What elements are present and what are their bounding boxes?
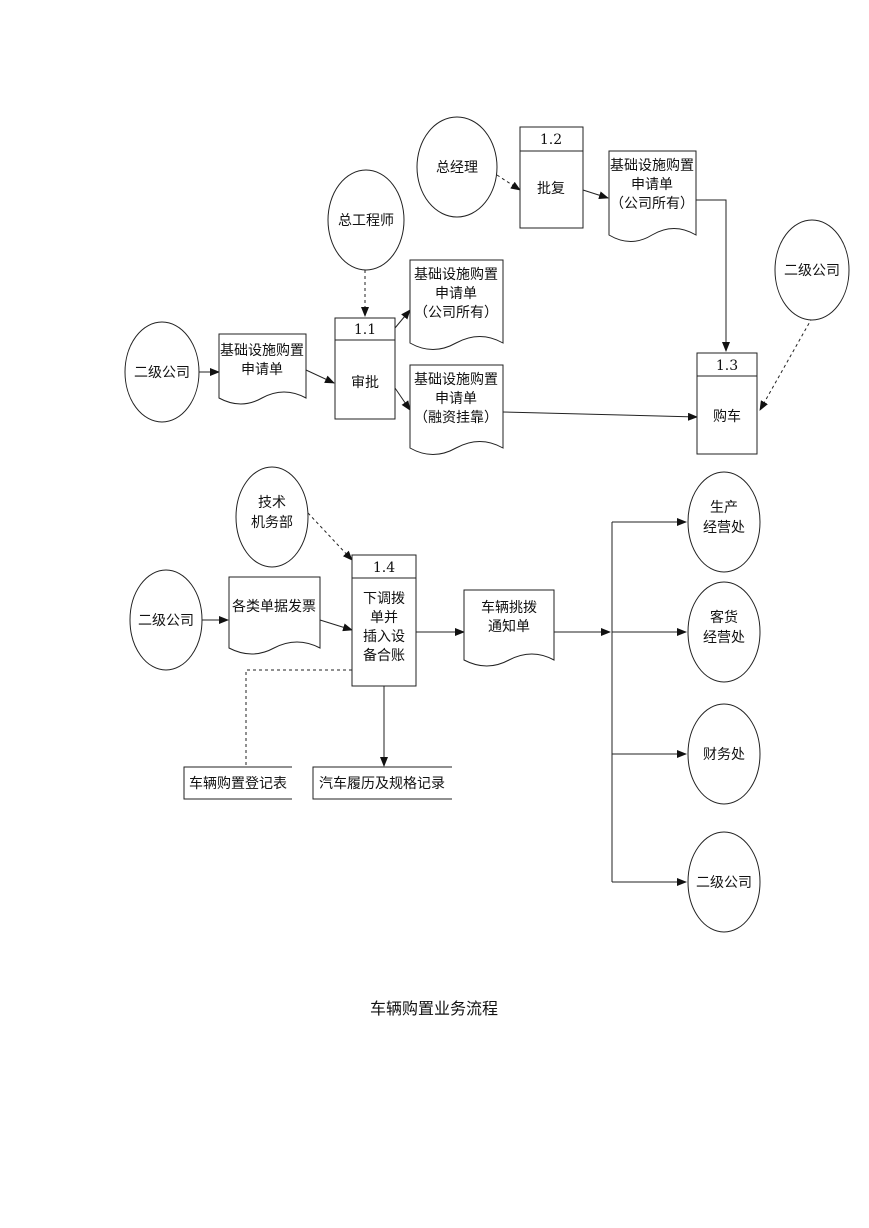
entity-subsidiary-1-label: 二级公司 <box>134 365 190 381</box>
doc-company-mid-line2: 申请单 <box>435 286 477 302</box>
entity-subsidiary-1: 二级公司 <box>124 321 200 423</box>
doc-company-mid-line1: 基础设施购置 <box>414 266 498 283</box>
process-1-4-line4: 备合账 <box>363 647 405 664</box>
store-registration-label: 车辆购置登记表 <box>189 775 287 792</box>
entity-finance: 财务处 <box>687 703 761 805</box>
doc-company-top-line1: 基础设施购置 <box>610 157 694 174</box>
entity-chief-engineer-label: 总工程师 <box>338 213 394 229</box>
entity-subsidiary-2-label: 二级公司 <box>784 263 840 279</box>
process-1-4-line1: 下调拨 <box>363 591 405 607</box>
entity-chief-engineer: 总工程师 <box>327 169 405 271</box>
process-1-4-line2: 单并 <box>370 610 398 626</box>
entity-gm: 总经理 <box>416 116 498 218</box>
process-1-3: 1.3 购车 <box>696 352 758 455</box>
process-1-2-label: 批复 <box>537 180 565 197</box>
doc-invoices: 各类单据发票 <box>228 576 321 655</box>
invoice-to-transfer-arrow <box>319 619 353 632</box>
review-to-company-arrow <box>394 309 411 329</box>
process-1-3-id: 1.3 <box>716 358 738 374</box>
doc-financing-line1: 基础设施购置 <box>414 371 498 388</box>
doc-transfer-notice: 车辆挑拨 通知单 <box>463 589 555 667</box>
doc-company-top: 基础设施购置 申请单 （公司所有） <box>608 150 697 242</box>
process-1-2-id: 1.2 <box>540 132 562 148</box>
doc-company-mid-line3: （公司所有） <box>414 305 498 321</box>
sub2-to-purchase-arrow <box>759 317 813 411</box>
entity-tech-dept: 技术 机务部 <box>235 466 309 568</box>
doc-application: 基础设施购置 申请单 <box>218 333 307 405</box>
entity-tech-dept-line1: 技术 <box>258 495 286 511</box>
gm-to-approve-arrow <box>496 174 521 191</box>
doc-invoices-label: 各类单据发票 <box>232 599 316 615</box>
store-history: 汽车履历及规格记录 <box>312 766 452 800</box>
transfer-to-registration-line <box>245 669 352 766</box>
process-1-2: 1.2 批复 <box>519 126 584 229</box>
doc-financing: 基础设施购置 申请单 （融资挂靠） <box>409 364 504 455</box>
financing-to-purchase-arrow <box>502 411 698 421</box>
review-to-financing-arrow <box>394 387 411 411</box>
doc-transfer-notice-line1: 车辆挑拨 <box>481 599 537 616</box>
process-1-1-label: 审批 <box>351 375 379 391</box>
connectors <box>199 174 813 886</box>
entity-passenger-freight: 客货 经营处 <box>687 581 761 683</box>
process-1-3-label: 购车 <box>713 408 741 425</box>
entity-subsidiary-3-label: 二级公司 <box>138 613 194 629</box>
entity-subsidiary-3: 二级公司 <box>129 569 203 671</box>
doc-financing-line3: （融资挂靠） <box>414 410 498 426</box>
doc-financing-line2: 申请单 <box>435 391 477 407</box>
doc-company-top-line3: （公司所有） <box>610 196 694 212</box>
entity-finance-label: 财务处 <box>703 747 745 763</box>
process-1-4: 1.4 下调拨 单并 插入设 备合账 <box>351 554 417 687</box>
diagram-caption: 车辆购置业务流程 <box>370 999 498 1018</box>
doc-application-line2: 申请单 <box>241 362 283 378</box>
process-1-4-id: 1.4 <box>373 560 395 576</box>
process-1-4-line3: 插入设 <box>363 629 405 645</box>
entity-subsidiary-4: 二级公司 <box>687 831 761 933</box>
process-1-1-id: 1.1 <box>354 322 376 338</box>
doc-application-line1: 基础设施购置 <box>220 342 304 359</box>
entity-subsidiary-2: 二级公司 <box>774 219 850 321</box>
entity-production: 生产 经营处 <box>687 471 761 573</box>
entity-passenger-freight-line2: 经营处 <box>703 630 745 646</box>
doc-company-mid: 基础设施购置 申请单 （公司所有） <box>409 259 504 350</box>
entity-production-line1: 生产 <box>710 500 738 516</box>
entity-tech-dept-line2: 机务部 <box>251 515 293 531</box>
store-registration: 车辆购置登记表 <box>183 766 292 800</box>
entity-production-line2: 经营处 <box>703 520 745 536</box>
tech-to-transfer-arrow <box>307 512 353 561</box>
store-history-label: 汽车履历及规格记录 <box>319 775 445 792</box>
doc-company-top-line2: 申请单 <box>631 177 673 193</box>
form-to-review-arrow <box>305 369 335 384</box>
approve-to-form-arrow <box>582 189 609 200</box>
entity-passenger-freight-line1: 客货 <box>710 609 738 626</box>
doc-transfer-notice-line2: 通知单 <box>488 618 530 635</box>
form-to-purchase-arrow <box>696 199 730 352</box>
entity-subsidiary-4-label: 二级公司 <box>696 875 752 891</box>
entity-gm-label: 总经理 <box>436 160 478 176</box>
process-1-1: 1.1 审批 <box>334 317 396 420</box>
